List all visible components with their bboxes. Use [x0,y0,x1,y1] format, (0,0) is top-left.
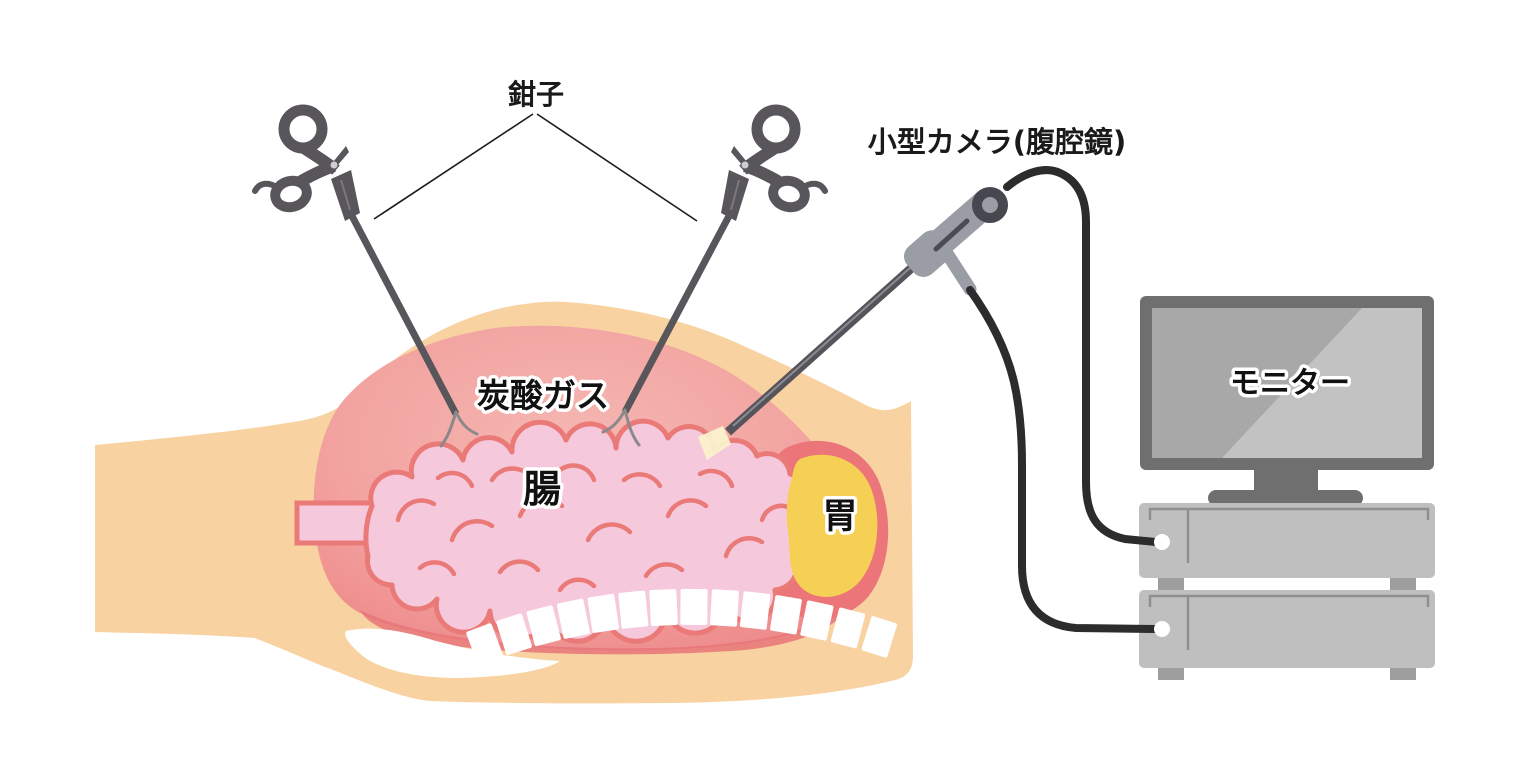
scope-shaft-highlight [732,258,921,427]
spine-segment [861,616,898,658]
forceps-left-collar-line [340,179,351,211]
spine [466,588,898,666]
spine-segment [649,588,678,626]
forceps-left-tip [439,410,479,448]
label-camera: 小型カメラ(腹腔鏡) [868,125,1127,159]
forceps-right-tip [601,408,641,447]
back-gap [345,628,560,678]
unit-1-foot-left [1158,578,1184,590]
label-forceps: 鉗子 [508,78,564,111]
spine-segment [618,590,649,629]
unit-2-panel-lines [1148,594,1430,650]
forceps-left-hook [252,180,281,194]
forceps-right-ring-bottom [768,175,810,213]
monitor [1140,296,1434,506]
unit-2-foot-left [1158,668,1184,680]
forceps-left [252,104,479,448]
pointer-line-right [536,113,698,222]
spine-segment [680,588,708,625]
spine-segment [830,607,866,649]
forceps-left-ring-top [278,104,328,154]
forceps-left-lever [333,146,349,166]
unit-1-panel-lines [1148,507,1430,563]
spine-segment [739,591,771,630]
spine-segment [466,623,504,666]
unit-2-foot-right [1390,668,1416,680]
equipment-stack [1139,503,1435,680]
label-gas: 炭酸ガス [477,376,609,415]
spine-segment [496,613,532,655]
spine-segment [587,593,620,633]
spine-segment [770,595,802,635]
forceps-left-shaft [348,214,460,416]
spine-segment [556,598,590,639]
forceps-right [601,104,828,447]
intestine-folds [395,463,793,593]
camera-body-detail [933,218,970,252]
processor-unit-1 [1139,503,1435,578]
monitor-stand-base [1208,490,1363,506]
forceps-right-hook [799,180,828,194]
label-intestine: 腸 [523,467,561,511]
forceps-left-pivot [330,161,338,169]
cable-camera-to-unit1 [1003,166,1160,546]
label-monitor: モニター [1230,366,1350,401]
camera-branch [941,248,977,296]
label-stomach: 胃 [822,497,857,537]
forceps-right-shaft [621,214,733,414]
forceps-right-lever [731,146,747,166]
cable-camera-to-unit2 [966,286,1160,633]
unit-1-foot-right [1390,578,1416,590]
processor-unit-2 [1139,590,1435,668]
pointer-line-left [373,113,534,220]
forceps-right-pivot [741,161,749,169]
spine-segment [526,605,561,647]
pointer-lines [373,113,698,222]
forceps-right-collar-line [730,179,740,211]
unit-1-port [1154,534,1170,550]
spine-segment [710,589,739,627]
scope-shaft [725,252,928,436]
forceps-left-ring-bottom [270,175,312,213]
forceps-right-ring-top [751,104,801,154]
scope-light-cone [698,426,731,460]
laparoscope [698,187,1008,460]
stomach-organ [786,454,878,597]
camera-eyepiece-ring [972,187,1008,223]
monitor-screen-highlight [1222,308,1422,458]
spine-segment [800,600,834,641]
unit-2-port [1154,621,1170,637]
